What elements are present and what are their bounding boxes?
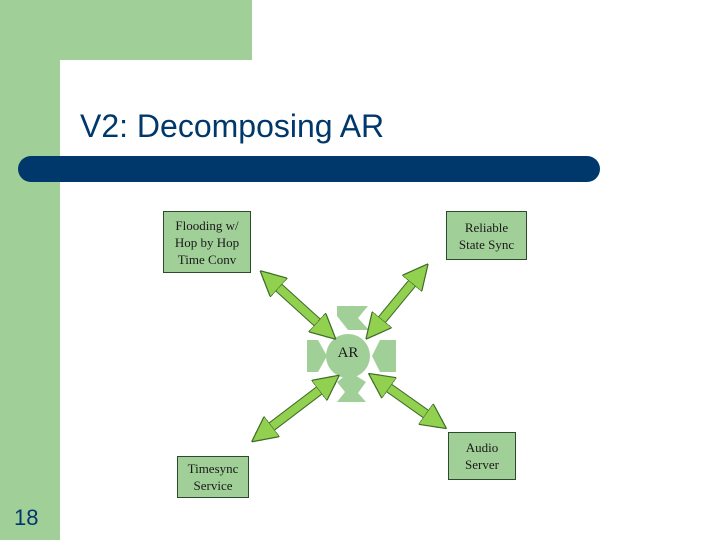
decorative-corner-cutout <box>60 60 252 160</box>
decorative-side-band <box>0 0 60 540</box>
node-timesync-service: Timesync Service <box>177 456 249 498</box>
title-underline-bar <box>18 156 600 182</box>
node-audio-server: Audio Server <box>448 432 516 480</box>
node-flooding-time-conv: Flooding w/ Hop by Hop Time Conv <box>163 211 251 273</box>
ar-center-label: AR <box>337 345 359 361</box>
decorative-top-band <box>0 0 252 60</box>
ar-starburst-shape <box>307 306 396 402</box>
node-reliable-state-sync: Reliable State Sync <box>446 211 527 260</box>
page-number: 18 <box>14 505 39 530</box>
slide-title: V2: Decomposing AR <box>80 108 385 144</box>
